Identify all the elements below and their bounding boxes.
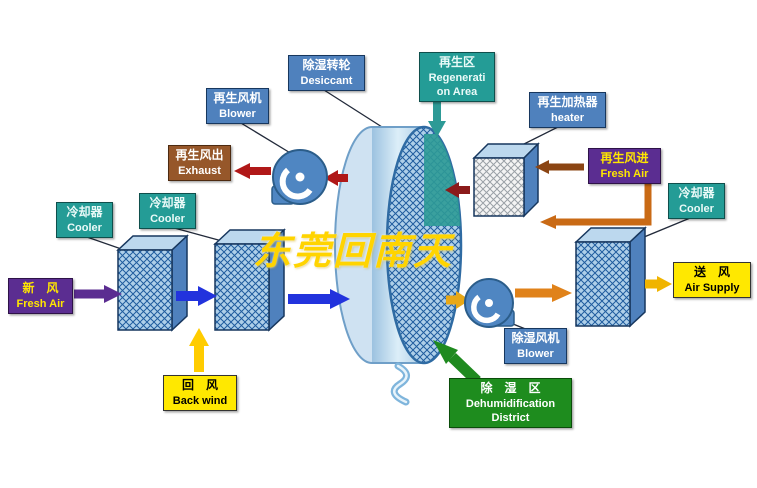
label-cooler-left-inner-zh: 冷却器 [149,196,186,210]
label-regeneration-area-zh: 再生区 [438,55,475,69]
label-dehumid-district-en1: Dehumidification [465,397,556,410]
fresh-air-arrow [74,285,122,303]
process-air-arrow-2 [288,289,350,309]
label-cooler-left-outer: 冷却器 Cooler [56,202,113,238]
label-back-wind: 回 风 Back wind [163,375,237,411]
regen-heater-unit [472,142,540,218]
regen-intake-duct-arrow [540,182,652,229]
label-air-supply-zh: 送 风 [693,265,730,279]
cooler-unit-left-outer [116,234,189,332]
air-supply-arrow [645,276,672,292]
label-cooler-left-outer-zh: 冷却器 [66,205,103,219]
label-fresh-air-inlet-zh: 新 风 [22,281,59,295]
label-regen-exhaust-en: Exhaust [178,164,221,177]
regen-intake-arrow [535,160,584,174]
cooler-unit-left-inner [213,228,286,332]
dehumid-district-pointer-arrow [433,340,481,385]
label-regen-heater-en: heater [550,111,585,124]
label-fresh-air-inlet-en: Fresh Air [16,297,65,310]
label-cooler-right-zh: 冷却器 [678,186,715,200]
label-regen-exhaust: 再生风出 Exhaust [168,145,231,181]
label-regen-fresh-air-en: Fresh Air [600,167,649,180]
label-regen-blower: 再生风机 Blower [206,88,269,124]
label-regen-heater-zh: 再生加热器 [537,95,598,109]
label-regeneration-area-en1: Regenerati [428,71,486,84]
desiccant-rotor-drum [334,125,463,406]
label-cooler-right: 冷却器 Cooler [668,183,725,219]
label-cooler-left-inner-en: Cooler [150,212,185,225]
label-leader-lines [83,89,696,331]
label-air-supply-en: Air Supply [684,281,740,294]
label-desiccant-wheel: 除湿转轮 Desiccant [288,55,365,91]
label-dehumid-blower-en: Blower [517,347,554,360]
label-cooler-left-outer-en: Cooler [67,221,102,234]
label-cooler-right-en: Cooler [679,202,714,215]
label-regeneration-area-en2: on Area [436,85,478,98]
regen-exhaust-arrow-1 [324,170,348,186]
regeneration-area-pointer-arrow [428,102,446,137]
label-regeneration-area: 再生区 Regenerati on Area [419,52,495,103]
label-regen-blower-zh: 再生风机 [213,91,262,105]
regeneration-sector [424,134,461,226]
label-back-wind-en: Back wind [172,394,228,407]
regen-blower-fan [271,149,328,205]
label-dehumid-district-zh: 除 湿 区 [480,381,541,395]
label-dehumid-blower-zh: 除湿风机 [511,331,560,345]
label-regen-fresh-air-zh: 再生风进 [600,151,649,165]
label-back-wind-zh: 回 风 [181,378,218,392]
label-cooler-left-inner: 冷却器 Cooler [139,193,196,229]
heater-to-rotor-arrow [445,182,470,198]
process-air-arrow-1 [176,286,217,306]
dehumid-blower-fan [464,278,515,328]
label-regen-heater: 再生加热器 heater [529,92,606,128]
back-wind-arrow [189,328,209,372]
label-regen-fresh-air: 再生风进 Fresh Air [588,148,661,184]
cooler-unit-right [574,226,647,328]
blower-to-cooler-arrow [515,284,572,302]
label-fresh-air-inlet: 新 风 Fresh Air [8,278,73,314]
label-dehumid-blower: 除湿风机 Blower [504,328,567,364]
label-dehumid-district: 除 湿 区 Dehumidification District [449,378,572,429]
label-regen-blower-en: Blower [219,107,256,120]
label-desiccant-wheel-en: Desiccant [300,74,353,87]
label-dehumid-district-en2: District [491,411,530,424]
label-desiccant-wheel-zh: 除湿转轮 [302,58,351,72]
label-air-supply: 送 风 Air Supply [673,262,751,298]
dry-air-to-blower-arrow [446,291,470,309]
label-regen-exhaust-zh: 再生风出 [175,148,224,162]
regen-exhaust-arrow-2 [234,163,271,179]
